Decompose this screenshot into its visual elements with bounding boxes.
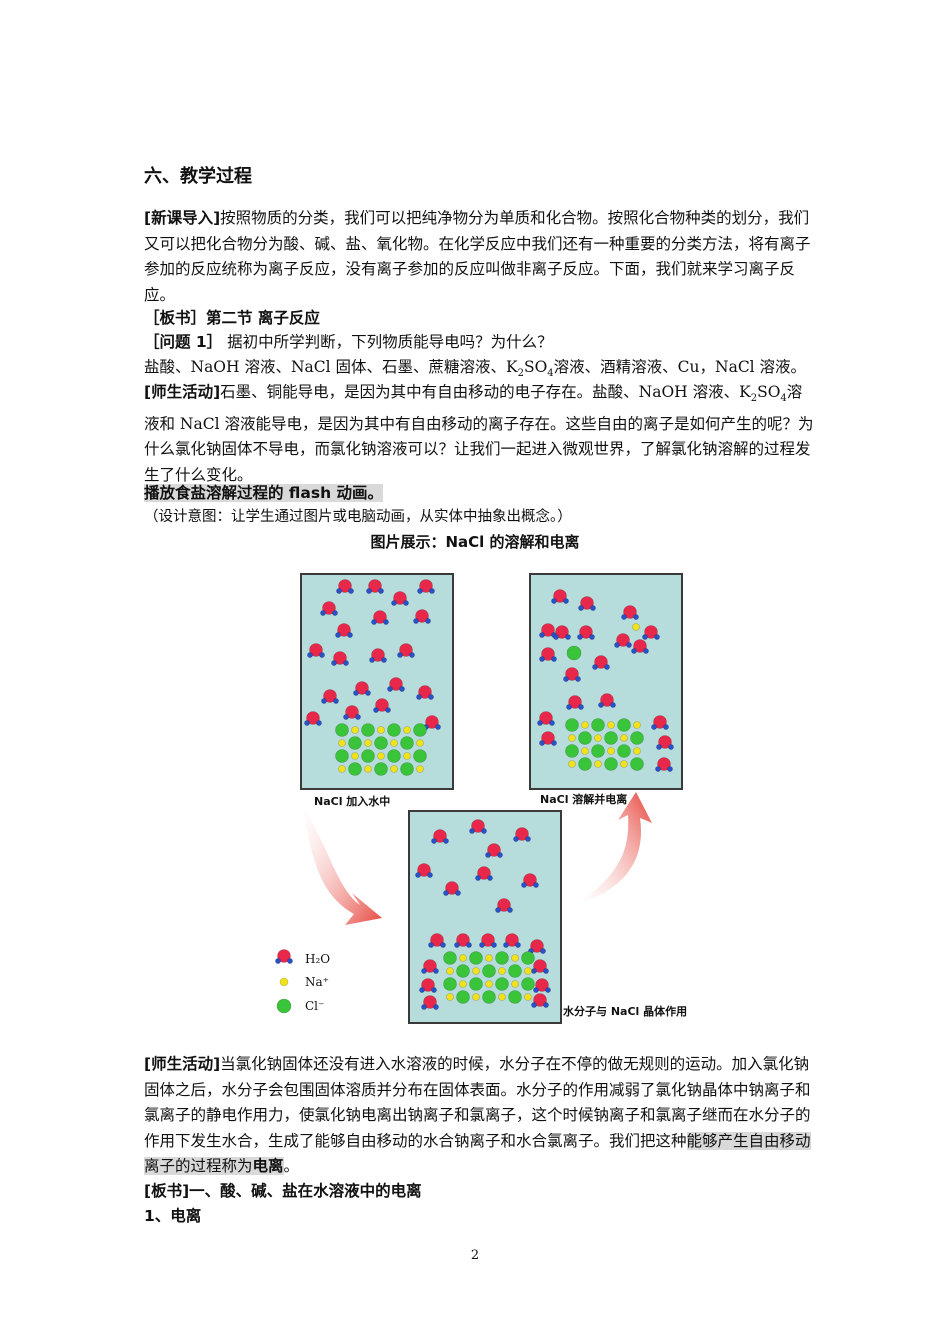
panel1-caption: NaCl 加入水中 [314,795,391,808]
panel-water-crystal [408,810,562,1024]
substances-sub-2: 4 [547,368,554,380]
item-1: 1、电离 [144,1207,202,1225]
activity1-sub-1: 2 [750,393,758,405]
legend-chloride-label: Cl⁻ [305,999,325,1013]
activity1-text-c: 溶液和 NaCl 溶液能导电，是因为其中有自由移动的离子存在。这些自由的离子是如… [144,383,814,484]
legend-sodium-label: Na⁺ [305,975,329,989]
activity1-text-a: 石墨、铜能导电，是因为其中有自由移动的电子存在。盐酸、NaOH 溶液、K [220,383,751,401]
activity2-text-a: 当氯化钠固体还没有进入水溶液的时候，水分子在不停的做无规则的运动。加入氯化钠固体… [144,1055,811,1150]
intro-tag: [新课导入] [144,209,221,227]
panel-nacl-added [300,573,454,790]
section-title: 六、教学过程 [144,166,252,187]
hydrogen-atom [287,958,293,964]
play-flash-text: 播放食盐溶解过程的 flash 动画。 [144,484,384,502]
panel-nacl-dissociated [529,573,683,790]
substances-text-3: 溶液、酒精溶液、Cu，NaCl 溶液。 [553,358,807,376]
play-flash-note: 播放食盐溶解过程的 flash 动画。 [144,482,384,504]
intro-text: 按照物质的分类，我们可以把纯净物分为单质和化合物。按照化合物种类的划分，我们又可… [144,209,811,304]
activity2-tag: [师生活动] [144,1055,221,1073]
figure-title: 图片展示：NaCl 的溶解和电离 [370,533,580,551]
activity-paragraph-1: [师生活动]石墨、铜能导电，是因为其中有自由移动的电子存在。盐酸、NaOH 溶液… [144,380,814,488]
hydrogen-atom [275,958,281,964]
intro-paragraph: [新课导入]按照物质的分类，我们可以把纯净物分为单质和化合物。按照化合物种类的划… [144,206,814,308]
legend-water-label: H₂O [305,952,331,966]
question1-tag: ［问题 1］ [144,333,223,351]
substances-text-1: 盐酸、NaOH 溶液、NaCl 固体、石墨、蔗糖溶液、K [144,358,518,376]
water-molecule [277,949,291,963]
activity2-text-end: 。 [283,1157,300,1175]
legend-sodium-icon [279,977,289,987]
activity2-term: 电离 [252,1157,284,1175]
substances-text-2: SO [523,358,548,376]
board-heading-1: ［板书］第二节 离子反应 [144,307,320,329]
activity-paragraph-2: [师生活动]当氯化钠固体还没有进入水溶液的时候，水分子在不停的做无规则的运动。加… [144,1052,814,1180]
question1-text: 据初中所学判断，下列物质能导电吗？为什么？ [222,333,553,351]
question-1: ［问题 1］ 据初中所学判断，下列物质能导电吗？为什么？ [144,331,553,353]
board-heading-2: [板书]一、酸、碱、盐在水溶液中的电离 [144,1182,422,1200]
legend-chloride-icon [276,998,292,1014]
activity1-text-b: SO [757,383,781,401]
activity1-tag: [师生活动] [144,383,221,401]
arrow-to-dissociation [575,792,652,905]
panel3-caption: 水分子与 NaCl 晶体作用 [563,1005,688,1018]
page-number: 2 [470,1248,480,1263]
substances-list: 盐酸、NaOH 溶液、NaCl 固体、石墨、蔗糖溶液、K2SO4溶液、酒精溶液、… [144,356,806,385]
board1-tag: ［板书］ [144,309,207,327]
board1-text: 第二节 离子反应 [206,309,320,327]
arrow-to-crystal [302,805,382,925]
activity1-sub-2: 4 [780,393,787,405]
design-intent: （设计意图：让学生通过图片或电脑动画，从实体中抽象出概念。） [144,509,572,525]
panel2-caption: NaCl 溶解并电离 [540,793,628,806]
substances-sub-1: 2 [517,368,524,380]
